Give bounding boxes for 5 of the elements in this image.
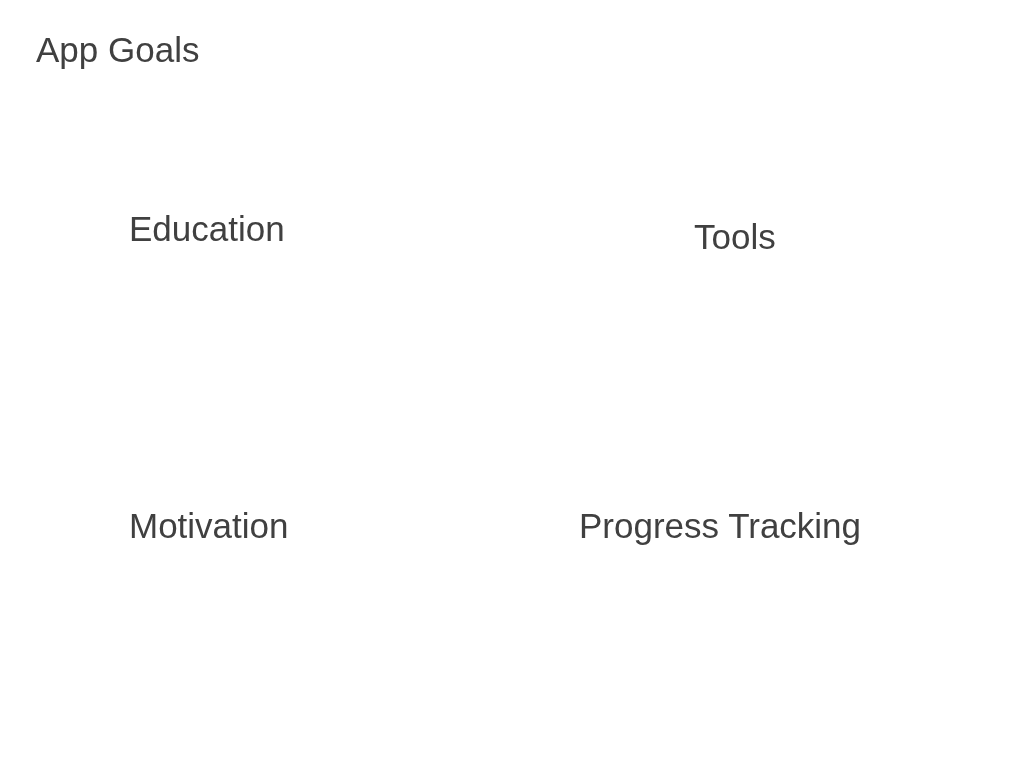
- goal-label: Progress Tracking: [579, 506, 862, 546]
- diagram-title: App Goals: [36, 30, 200, 70]
- goal-label: Education: [129, 209, 285, 249]
- goal-label: Motivation: [129, 506, 289, 546]
- goal-label: Tools: [694, 217, 776, 257]
